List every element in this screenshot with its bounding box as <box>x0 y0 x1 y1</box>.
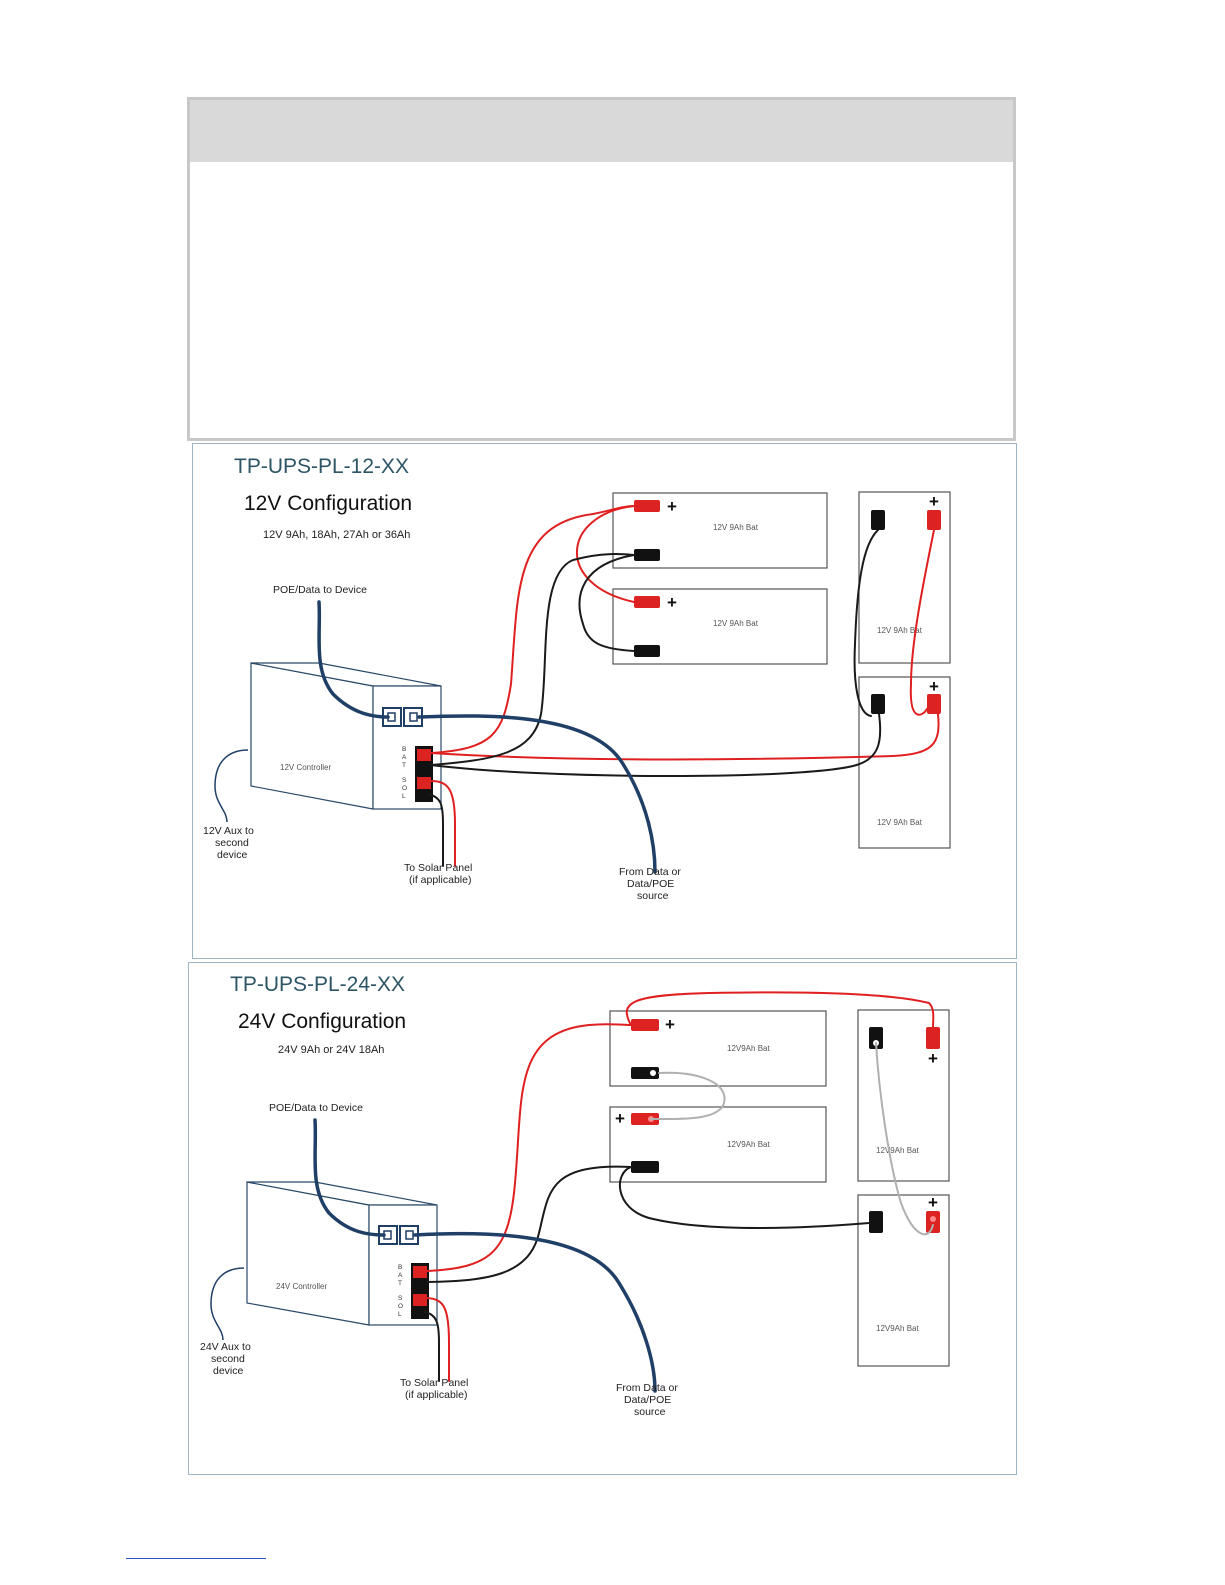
positive-terminal <box>927 694 941 714</box>
diagram-12v: TP-UPS-PL-12-XX 12V Configuration 12V 9A… <box>203 455 951 902</box>
battery-4: 12V9Ah Bat + <box>857 1193 950 1367</box>
battery-3: 12V 9Ah Bat + <box>858 491 951 664</box>
diagram-12v-panel: TP-UPS-PL-12-XX 12V Configuration 12V 9A… <box>192 443 1017 959</box>
source-label-2: Data/POE <box>627 878 674 890</box>
capacities-caption: 12V 9Ah, 18Ah, 27Ah or 36Ah <box>263 529 410 541</box>
negative-terminal <box>871 694 885 714</box>
negative-terminal <box>634 645 660 657</box>
bat-letter-a: A <box>402 754 407 761</box>
sol-letter-l: L <box>402 793 406 800</box>
bat-letter-b: B <box>402 746 406 753</box>
wiring <box>424 991 935 1382</box>
model-title: TP-UPS-PL-24-XX <box>230 973 405 996</box>
positive-terminal <box>926 1027 940 1049</box>
aux-label-2: second <box>215 837 249 849</box>
positive-terminal <box>634 596 660 608</box>
source-label-2: Data/POE <box>624 1394 671 1406</box>
sol-letter-s: S <box>402 777 407 784</box>
diagram-24v-panel: TP-UPS-PL-24-XX 24V Configuration 24V 9A… <box>188 962 1017 1475</box>
battery-label: 12V 9Ah Bat <box>877 818 923 827</box>
plus-sign: + <box>929 492 939 511</box>
negative-terminal <box>631 1067 659 1079</box>
controller-label: 12V Controller <box>280 763 331 772</box>
data-cables <box>313 1118 657 1393</box>
plus-sign: + <box>667 497 677 516</box>
negative-terminal <box>869 1211 883 1233</box>
diagram-24v: TP-UPS-PL-24-XX 24V Configuration 24V 9A… <box>200 973 950 1418</box>
aux-label-3: device <box>213 1365 244 1377</box>
negative-terminal <box>869 1027 883 1049</box>
battery-label: 12V 9Ah Bat <box>713 619 759 628</box>
positive-terminal <box>631 1019 659 1031</box>
battery-4: 12V 9Ah Bat + <box>858 676 951 849</box>
header-box <box>187 97 1016 441</box>
poe-label: POE/Data to Device <box>273 584 367 596</box>
battery-label: 12V 9Ah Bat <box>877 626 923 635</box>
battery-label: 12V9Ah Bat <box>727 1044 770 1053</box>
plus-sign: + <box>929 677 939 696</box>
plus-sign: + <box>665 1015 675 1034</box>
aux-cable <box>210 1267 245 1341</box>
controller-label: 24V Controller <box>276 1282 327 1291</box>
aux-label-1: 24V Aux to <box>200 1341 251 1353</box>
solar-label-1: To Solar Panel <box>404 862 472 874</box>
negative-terminal <box>634 549 660 561</box>
bat-letter-t: T <box>398 1280 402 1287</box>
bat-letter-b: B <box>398 1264 402 1271</box>
poe-label: POE/Data to Device <box>269 1102 363 1114</box>
solar-label-2: (if applicable) <box>405 1389 467 1401</box>
plus-sign: + <box>928 1193 938 1212</box>
negative-terminal <box>631 1161 659 1173</box>
aux-label-1: 12V Aux to <box>203 825 254 837</box>
battery-1: 12V 9Ah Bat + <box>612 492 828 569</box>
battery-label: 12V9Ah Bat <box>876 1324 919 1333</box>
battery-label: 12V 9Ah Bat <box>713 523 759 532</box>
solar-label-2: (if applicable) <box>409 874 471 886</box>
positive-terminal <box>631 1113 659 1125</box>
wiring <box>428 505 940 867</box>
battery-2: 12V 9Ah Bat + <box>612 588 828 665</box>
bat-letter-t: T <box>402 762 406 769</box>
header-band <box>190 100 1013 162</box>
solar-label-1: To Solar Panel <box>400 1377 468 1389</box>
config-title: 12V Configuration <box>244 492 412 515</box>
battery-1: 12V9Ah Bat + <box>609 1010 827 1087</box>
negative-terminal <box>871 510 885 530</box>
capacities-caption: 24V 9Ah or 24V 18Ah <box>278 1044 384 1056</box>
bat-letter-a: A <box>398 1272 403 1279</box>
sol-letter-l: L <box>398 1311 402 1318</box>
sol-letter-o: O <box>402 785 407 792</box>
controller-unit: 12V Controller B A T S O L <box>250 662 442 810</box>
battery-3: 12V9Ah Bat + <box>857 1009 950 1182</box>
aux-label-3: device <box>217 849 248 861</box>
footer-rule <box>126 1558 266 1559</box>
source-label-3: source <box>634 1406 666 1418</box>
source-label-1: From Data or <box>619 866 681 878</box>
source-label-1: From Data or <box>616 1382 678 1394</box>
plus-sign: + <box>928 1049 938 1068</box>
battery-2: 12V9Ah Bat + <box>609 1106 827 1183</box>
sol-letter-o: O <box>398 1303 403 1310</box>
sol-letter-s: S <box>398 1295 403 1302</box>
battery-label: 12V9Ah Bat <box>876 1146 919 1155</box>
positive-terminal <box>927 510 941 530</box>
model-title: TP-UPS-PL-12-XX <box>234 455 409 478</box>
aux-label-2: second <box>211 1353 245 1365</box>
battery-label: 12V9Ah Bat <box>727 1140 770 1149</box>
data-cables <box>317 600 657 874</box>
controller-unit: 24V Controller B A T S O L <box>246 1181 438 1326</box>
positive-terminal <box>634 500 660 512</box>
plus-sign: + <box>615 1109 625 1128</box>
aux-cable <box>214 749 249 823</box>
config-title: 24V Configuration <box>238 1010 406 1033</box>
plus-sign: + <box>667 593 677 612</box>
source-label-3: source <box>637 890 669 902</box>
